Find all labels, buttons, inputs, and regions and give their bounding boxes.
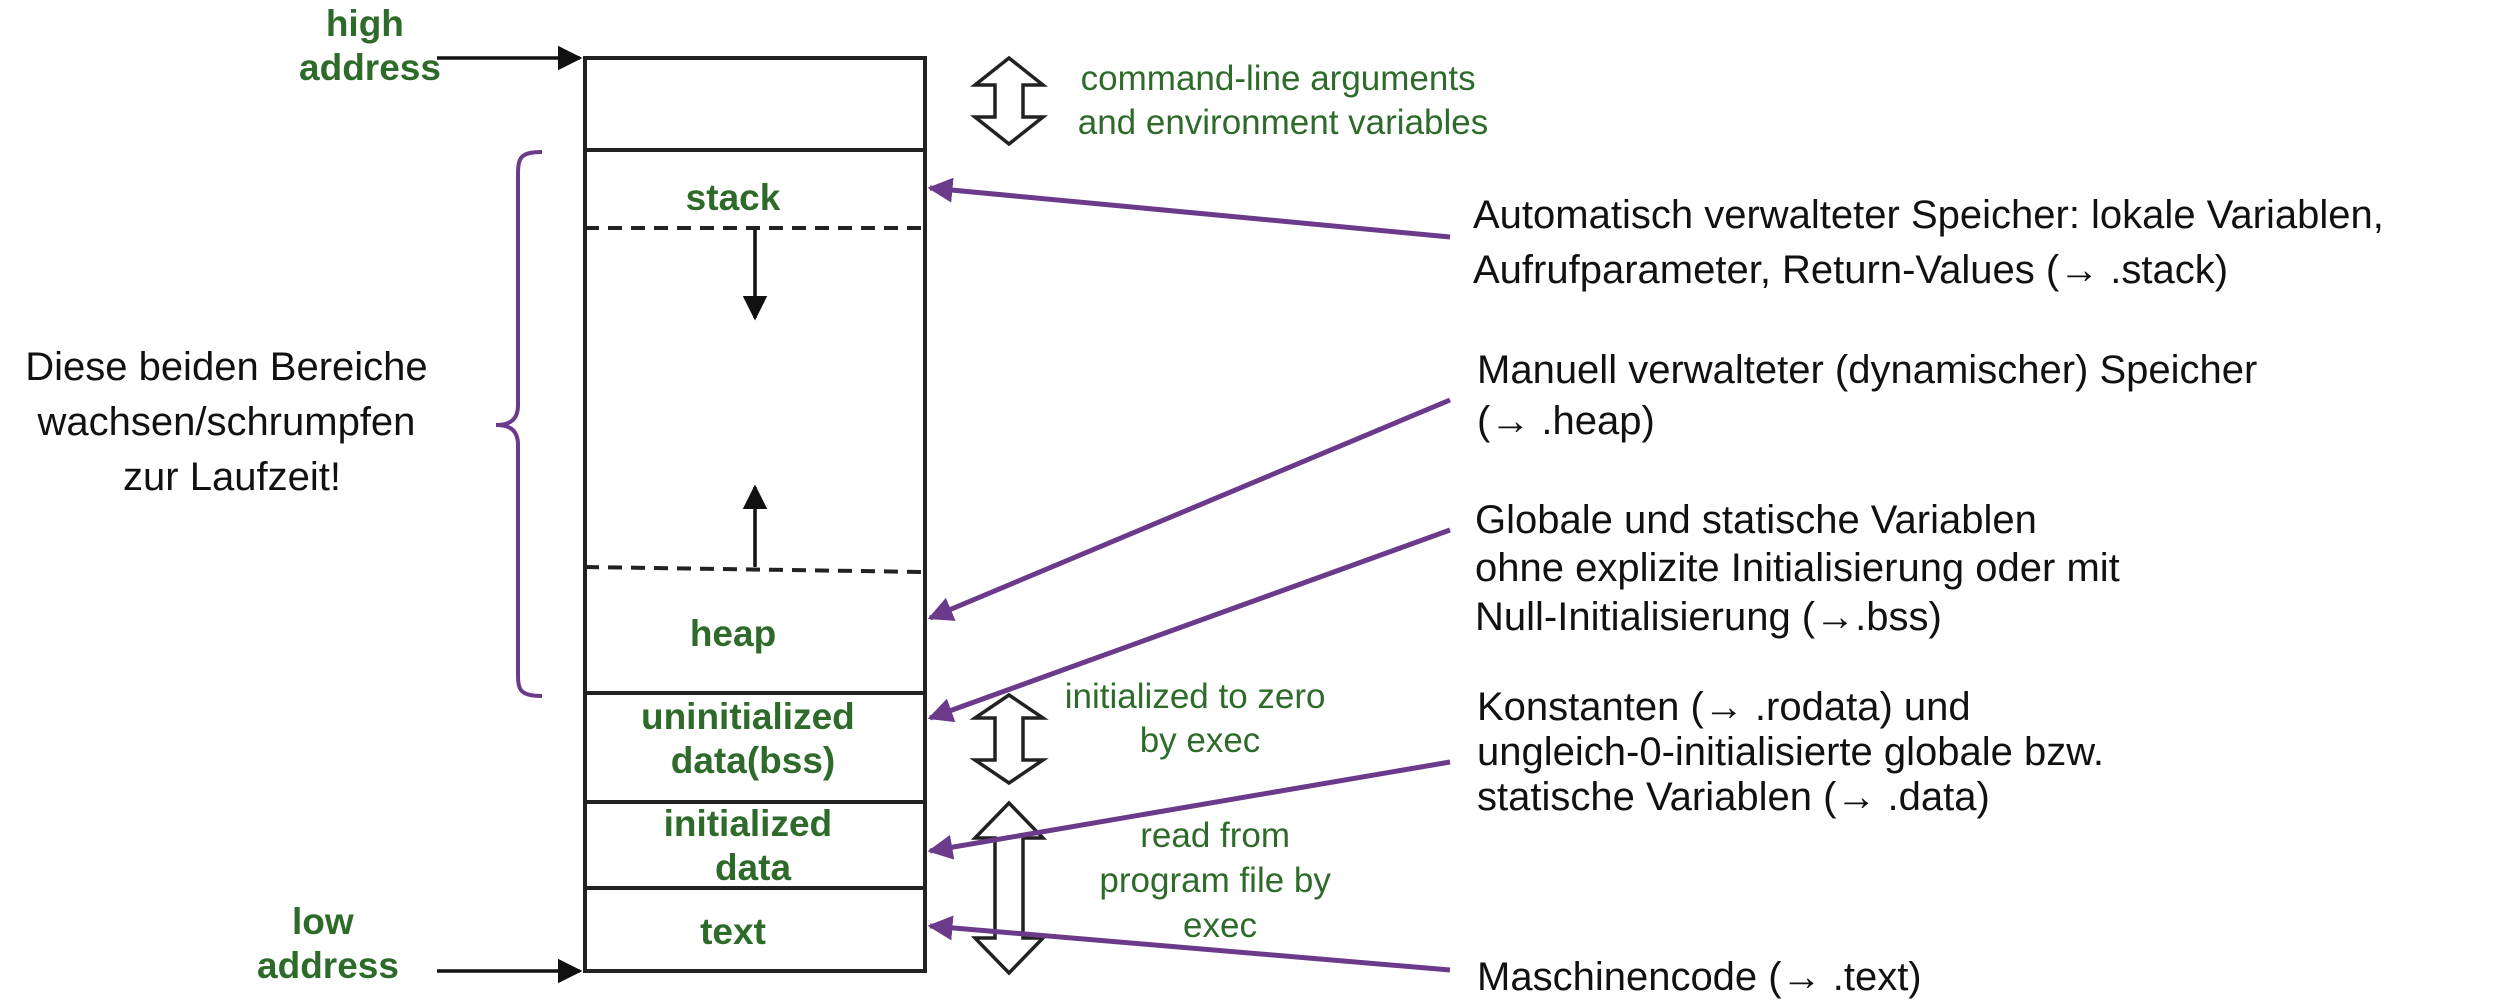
brace-note: Diese beiden Bereiche wachsen/schrumpfen… (25, 345, 439, 499)
segment-heap-label: heap (690, 613, 776, 654)
low-address-label: low address (257, 901, 399, 986)
data-pointer-arrow (927, 759, 1451, 860)
segment-text-label: text (700, 911, 766, 952)
heap-pointer-arrow (927, 397, 1451, 621)
zero-init-note: initialized to zero by exec (1065, 677, 1335, 760)
bss-pointer-arrow (927, 527, 1451, 723)
data-annotation: Konstanten (→ .rodata) und ungleich-0-in… (1477, 685, 2115, 819)
cmdline-note: command-line arguments and environment v… (1078, 59, 1489, 142)
high-address-label: high address (299, 3, 441, 88)
segment-data-label: initialized data (664, 803, 843, 888)
data-text-double-arrow (970, 800, 1048, 976)
cmdline-double-arrow (969, 55, 1049, 147)
bss-annotation: Globale und statische Variablen ohne exp… (1475, 498, 2131, 639)
bss-double-arrow (969, 692, 1049, 786)
heap-annotation: Manuell verwalteter (dynamischer) Speich… (1477, 348, 2268, 443)
segment-stack-label: stack (686, 177, 781, 218)
stack-annotation: Automatisch verwalteter Speicher: lokale… (1473, 193, 2395, 292)
heap-boundary-dashed (584, 565, 926, 574)
text-pointer-arrow (927, 915, 1451, 973)
growth-brace (495, 150, 543, 698)
segment-bss-label: uninitialized data(bss) (641, 696, 865, 781)
text-annotation: Maschinencode (→ .text) (1477, 955, 1922, 999)
read-from-note: read from program file by exec (1099, 816, 1340, 945)
stack-pointer-arrow (927, 177, 1451, 240)
